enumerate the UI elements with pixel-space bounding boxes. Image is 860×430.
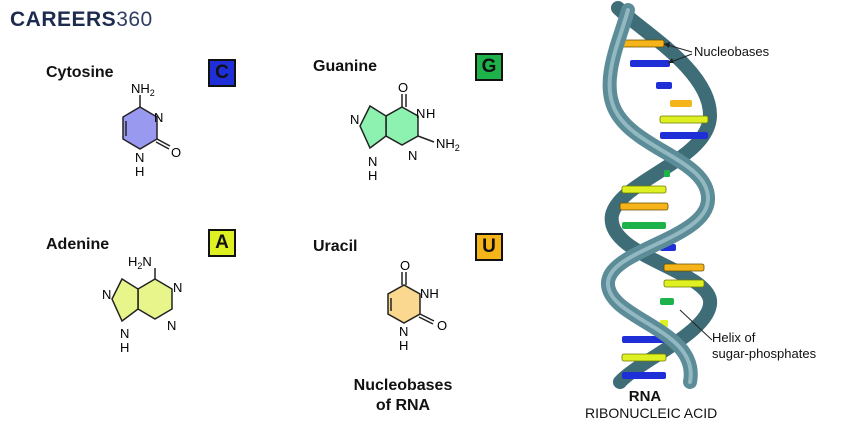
guanine-label: Guanine (313, 58, 378, 75)
uracil-atom-o2: O (437, 318, 447, 333)
nucleobases-caption: Nucleobases of RNA (343, 376, 463, 416)
cytosine-label: Cytosine (46, 64, 114, 81)
adenine-h2n-h: H (128, 254, 137, 269)
rna-title: RNA (628, 388, 662, 405)
uracil-atom-nh3: NH (420, 286, 439, 301)
rna-subtitle: RIBONUCLEIC ACID (585, 405, 718, 421)
nucleobase-rung (622, 222, 666, 229)
guanine-badge: G (475, 53, 503, 81)
nucleobase-rung (663, 263, 705, 272)
cytosine-atom-n: N (154, 110, 163, 125)
cytosine-atom-nh2: NH2 (131, 82, 155, 98)
logo-text-360: 360 (116, 8, 153, 31)
nucleobase-rung (664, 170, 670, 177)
guanine-atom-nh2: NH2 (436, 136, 460, 153)
nucleobase-rung (660, 298, 674, 305)
nucleobase-rung (656, 82, 672, 89)
adenine-atom-n7: N (102, 287, 111, 302)
caption-line-2: of RNA (375, 397, 431, 414)
adenine-badge: A (208, 229, 236, 257)
cytosine-atom-n-ring: N (135, 150, 144, 165)
adenine-label: Adenine (46, 236, 110, 253)
uracil-atom-h1: H (399, 338, 408, 353)
helix-back-ribbon (604, 1, 718, 389)
nucleobase-rung (663, 279, 705, 288)
careers360-logo: CAREERS360 (10, 8, 153, 32)
helix-annotation-line2: sugar-phosphates (712, 346, 817, 361)
adenine-atom-h9: H (120, 340, 129, 355)
helix-annotation-line1: Helix of (712, 330, 756, 345)
cytosine-atom-h: H (135, 164, 144, 179)
guanine-structure: O N H NH2 N N N H (350, 80, 460, 183)
uracil-atom-n1: N (399, 324, 408, 339)
nucleobase-rung (660, 132, 708, 139)
guanine-nh2-text: NH (436, 136, 455, 151)
uracil-atom-o4: O (400, 258, 410, 273)
cytosine-structure: NH2 N N H O (122, 82, 181, 179)
guanine-atom-h1: H (426, 106, 435, 121)
logo-text-careers: CAREERS (10, 8, 117, 31)
adenine-atom-h2n: H2N (128, 254, 152, 271)
nucleobase-rung (622, 372, 666, 379)
uracil-badge: U (475, 233, 503, 261)
nucleobase-rung (670, 100, 692, 107)
nucleobase-rung (622, 336, 666, 343)
guanine-atom-n7: N (350, 112, 359, 127)
adenine-structure: H2N N N N N H (102, 254, 182, 355)
nucleobase-rung (621, 353, 667, 362)
nucleobase-rung (619, 39, 665, 48)
cytosine-nh2-text: NH (131, 82, 150, 96)
guanine-atom-o: O (398, 80, 408, 95)
guanine-atom-n9: N (368, 154, 377, 169)
adenine-atom-n1: N (173, 280, 182, 295)
cytosine-badge: C (208, 59, 236, 87)
uracil-label: Uracil (313, 238, 358, 255)
guanine-atom-n3: N (408, 148, 417, 163)
guanine-atom-h9: H (368, 168, 377, 183)
rna-helix (601, 1, 718, 389)
nucleobase-rung (630, 60, 670, 67)
nucleobase-rung (621, 185, 667, 194)
nucleobase-rung (619, 202, 669, 211)
nucleobase-rung (659, 115, 709, 124)
nucleobases-annotation: Nucleobases (694, 44, 770, 59)
adenine-atom-n9: N (120, 326, 129, 341)
cytosine-atom-o: O (171, 145, 181, 160)
caption-line-1: Nucleobases (353, 377, 453, 394)
guanine-atom-n1: N (416, 106, 425, 121)
adenine-atom-n3: N (167, 318, 176, 333)
uracil-structure: O NH N H O (387, 258, 447, 353)
